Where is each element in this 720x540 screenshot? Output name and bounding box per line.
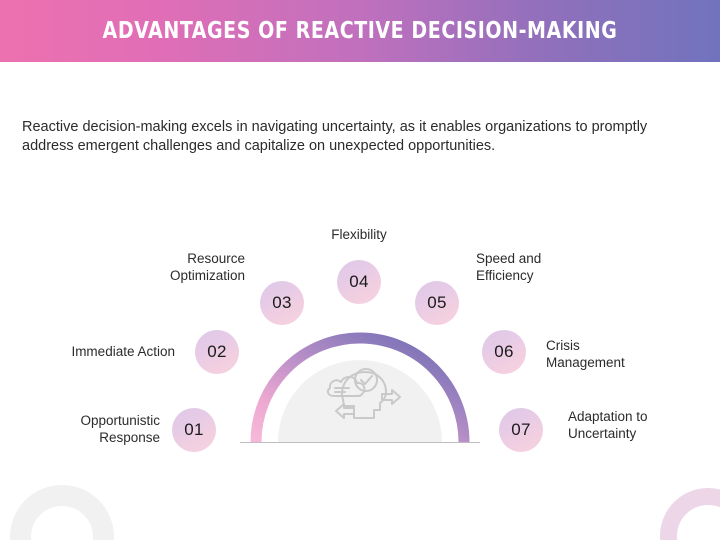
arc-ring bbox=[250, 332, 470, 443]
step-circle-07[interactable]: 07 bbox=[499, 408, 543, 452]
step-circle-05[interactable]: 05 bbox=[415, 281, 459, 325]
step-label-06: Crisis Management bbox=[546, 338, 625, 370]
page-title: ADVANTAGES OF REACTIVE DECISION-MAKING bbox=[102, 18, 618, 44]
step-circle-03[interactable]: 03 bbox=[260, 281, 304, 325]
step-label-07: Adaptation to Uncertainty bbox=[568, 409, 648, 441]
semicircle-diagram: 01 02 03 04 05 06 07 Opportunistic Respo… bbox=[0, 200, 720, 460]
intro-paragraph: Reactive decision-making excels in navig… bbox=[22, 119, 648, 154]
step-label-01: Opportunistic Response bbox=[80, 413, 160, 445]
step-label-04: Flexibility bbox=[331, 227, 387, 242]
step-circle-06[interactable]: 06 bbox=[482, 330, 526, 374]
step-circle-02[interactable]: 02 bbox=[195, 330, 239, 374]
decorative-ring-bottom-left bbox=[10, 485, 114, 540]
step-circle-04[interactable]: 04 bbox=[337, 260, 381, 304]
head-decision-cloud-check-icon bbox=[326, 368, 401, 419]
arc-inner-fill bbox=[278, 360, 442, 442]
decorative-ring-bottom-right bbox=[660, 488, 720, 540]
header-bar bbox=[0, 0, 720, 62]
step-label-05: Speed and Efficiency bbox=[476, 251, 542, 283]
step-circle-01[interactable]: 01 bbox=[172, 408, 216, 452]
step-label-03: Resource Optimization bbox=[169, 251, 245, 283]
diagram-baseline bbox=[240, 442, 480, 443]
arc-graphic bbox=[250, 332, 470, 443]
step-label-02: Immediate Action bbox=[71, 344, 175, 359]
